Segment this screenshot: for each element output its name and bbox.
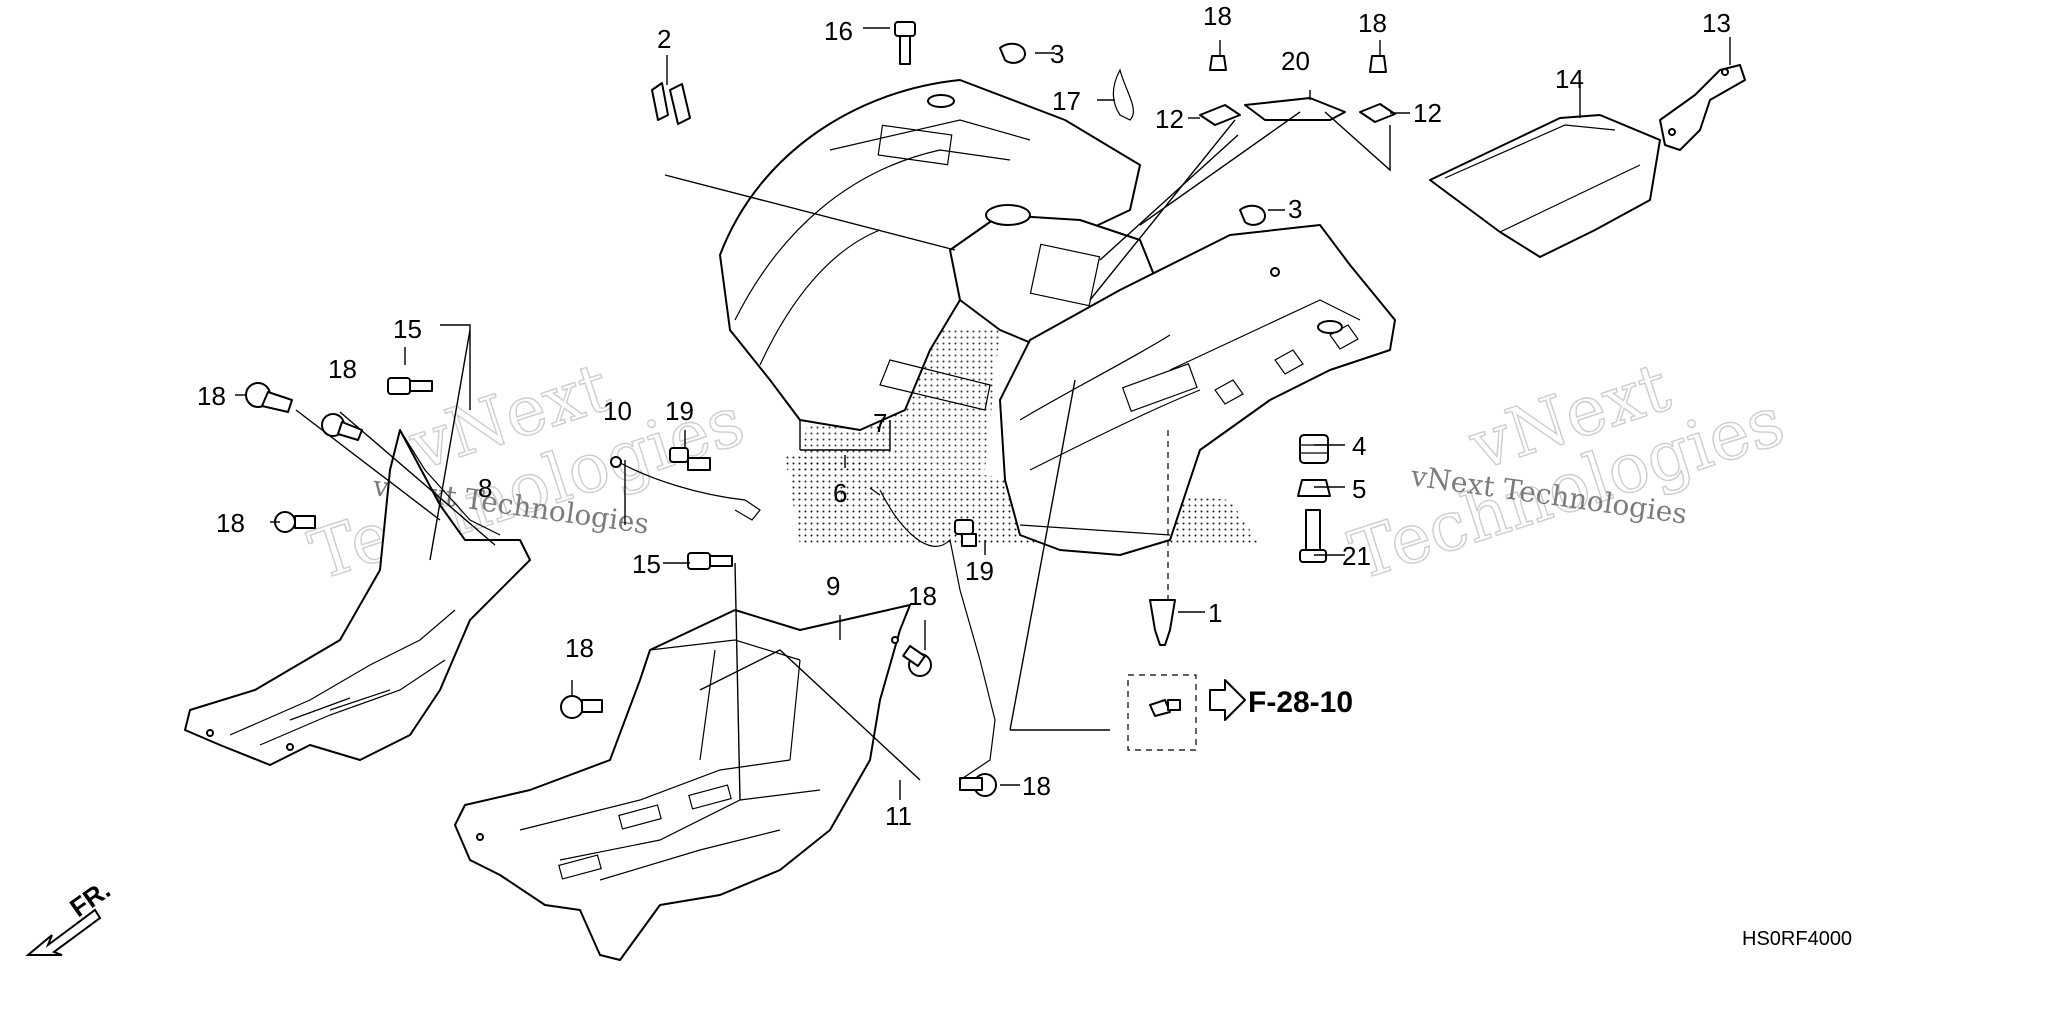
- label-18-bottom: 18: [1022, 771, 1051, 801]
- label-18-top-b: 18: [1358, 8, 1387, 38]
- front-arrow-icon: [25, 908, 102, 956]
- label-18-left-b: 18: [328, 354, 357, 384]
- bracket: [1659, 64, 1746, 151]
- rear-fender: [719, 79, 1396, 556]
- diagram-code: HS0RF4000: [1742, 928, 1852, 950]
- label-3-top: 3: [1050, 39, 1064, 69]
- label-18-center: 18: [565, 633, 594, 663]
- label-6: 6: [833, 478, 847, 508]
- label-12-left: 12: [1155, 104, 1184, 134]
- label-18-center-right: 18: [908, 581, 937, 611]
- label-21: 21: [1342, 541, 1371, 571]
- label-19-left: 19: [665, 396, 694, 426]
- label-19-right: 19: [965, 556, 994, 586]
- label-14: 14: [1555, 64, 1584, 94]
- leader-lines: [235, 27, 1731, 801]
- label-12-right: 12: [1413, 98, 1442, 128]
- left-floorboard: [184, 429, 531, 766]
- label-18-top-a: 18: [1203, 1, 1232, 31]
- label-5: 5: [1352, 474, 1366, 504]
- label-2: 2: [657, 24, 671, 54]
- watermark-right: vNext Technologies vNext Technologies: [1340, 347, 1794, 597]
- label-18-left-c: 18: [216, 508, 245, 538]
- label-20: 20: [1281, 46, 1310, 76]
- label-17: 17: [1052, 86, 1081, 116]
- label-1: 1: [1208, 598, 1222, 628]
- front-direction-label: FR.: [64, 874, 116, 923]
- label-3-right: 3: [1288, 194, 1302, 224]
- right-floorboard: [454, 604, 911, 961]
- seat-cover: [1429, 114, 1661, 258]
- label-16: 16: [824, 16, 853, 46]
- label-15-left: 15: [393, 314, 422, 344]
- label-7: 7: [873, 408, 887, 438]
- label-11: 11: [885, 801, 912, 831]
- reference-box: [1127, 674, 1246, 751]
- front-direction: FR.: [25, 874, 116, 956]
- label-13: 13: [1702, 8, 1731, 38]
- label-8: 8: [478, 473, 492, 503]
- label-9: 9: [826, 571, 840, 601]
- part-labels: 2 16 3 17 18 18 12 20 12 14 13 3 4 5 21 …: [197, 1, 1731, 831]
- reference-label: F-28-10: [1248, 686, 1353, 719]
- label-18-left-a: 18: [197, 381, 226, 411]
- fasteners: [245, 21, 1396, 797]
- label-4: 4: [1352, 431, 1366, 461]
- label-15-center: 15: [632, 549, 661, 579]
- label-10: 10: [603, 396, 632, 426]
